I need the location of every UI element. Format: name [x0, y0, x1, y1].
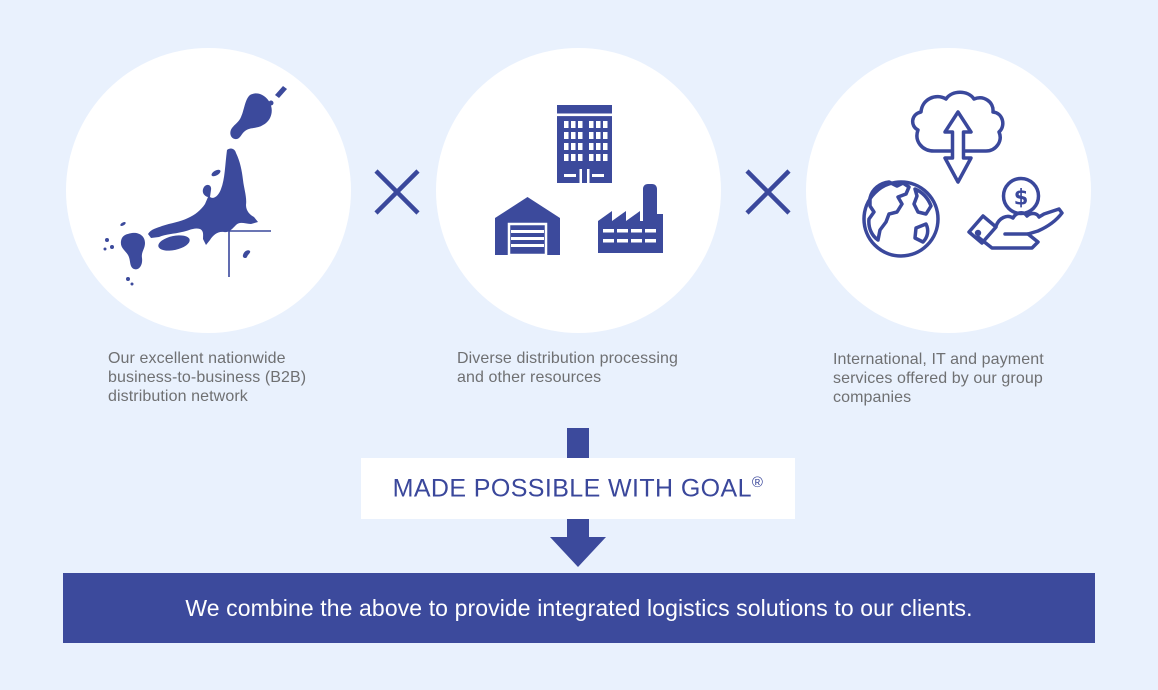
down-arrow-icon: [550, 519, 606, 567]
office-building-icon: [557, 105, 612, 183]
circle-group-services: $: [806, 48, 1091, 333]
caption-distribution-network: Our excellent nationwide business-to-bus…: [108, 350, 307, 405]
goal-label: MADE POSSIBLE WITH GOAL®: [392, 473, 764, 503]
conclusion-text: We combine the above to provide integrat…: [185, 594, 973, 621]
registered-trademark: ®: [751, 473, 764, 491]
conclusion-banner: We combine the above to provide integrat…: [63, 573, 1095, 643]
svg-text:$: $: [1014, 186, 1029, 210]
buildings-icon: [495, 105, 663, 257]
caption-group-services: International, IT and payment services o…: [833, 351, 1044, 406]
caption-distribution-resources: Diverse distribution processing and othe…: [457, 350, 678, 386]
circle-distribution-network: [66, 48, 351, 333]
japan-map-icon: [103, 86, 287, 286]
multiply-icon: [745, 169, 791, 215]
cloud-transfer-icon: [911, 90, 1005, 184]
hand-coin-icon: $: [967, 176, 1064, 250]
globe-icon: [862, 180, 940, 258]
goal-label-box: MADE POSSIBLE WITH GOAL®: [361, 458, 795, 519]
warehouse-icon: [495, 197, 560, 257]
global-services-icon: $: [862, 90, 1064, 258]
circle-distribution-resources: [436, 48, 721, 333]
down-arrow-stem: [567, 428, 589, 458]
multiply-icon: [374, 169, 420, 215]
factory-icon: [598, 184, 663, 253]
